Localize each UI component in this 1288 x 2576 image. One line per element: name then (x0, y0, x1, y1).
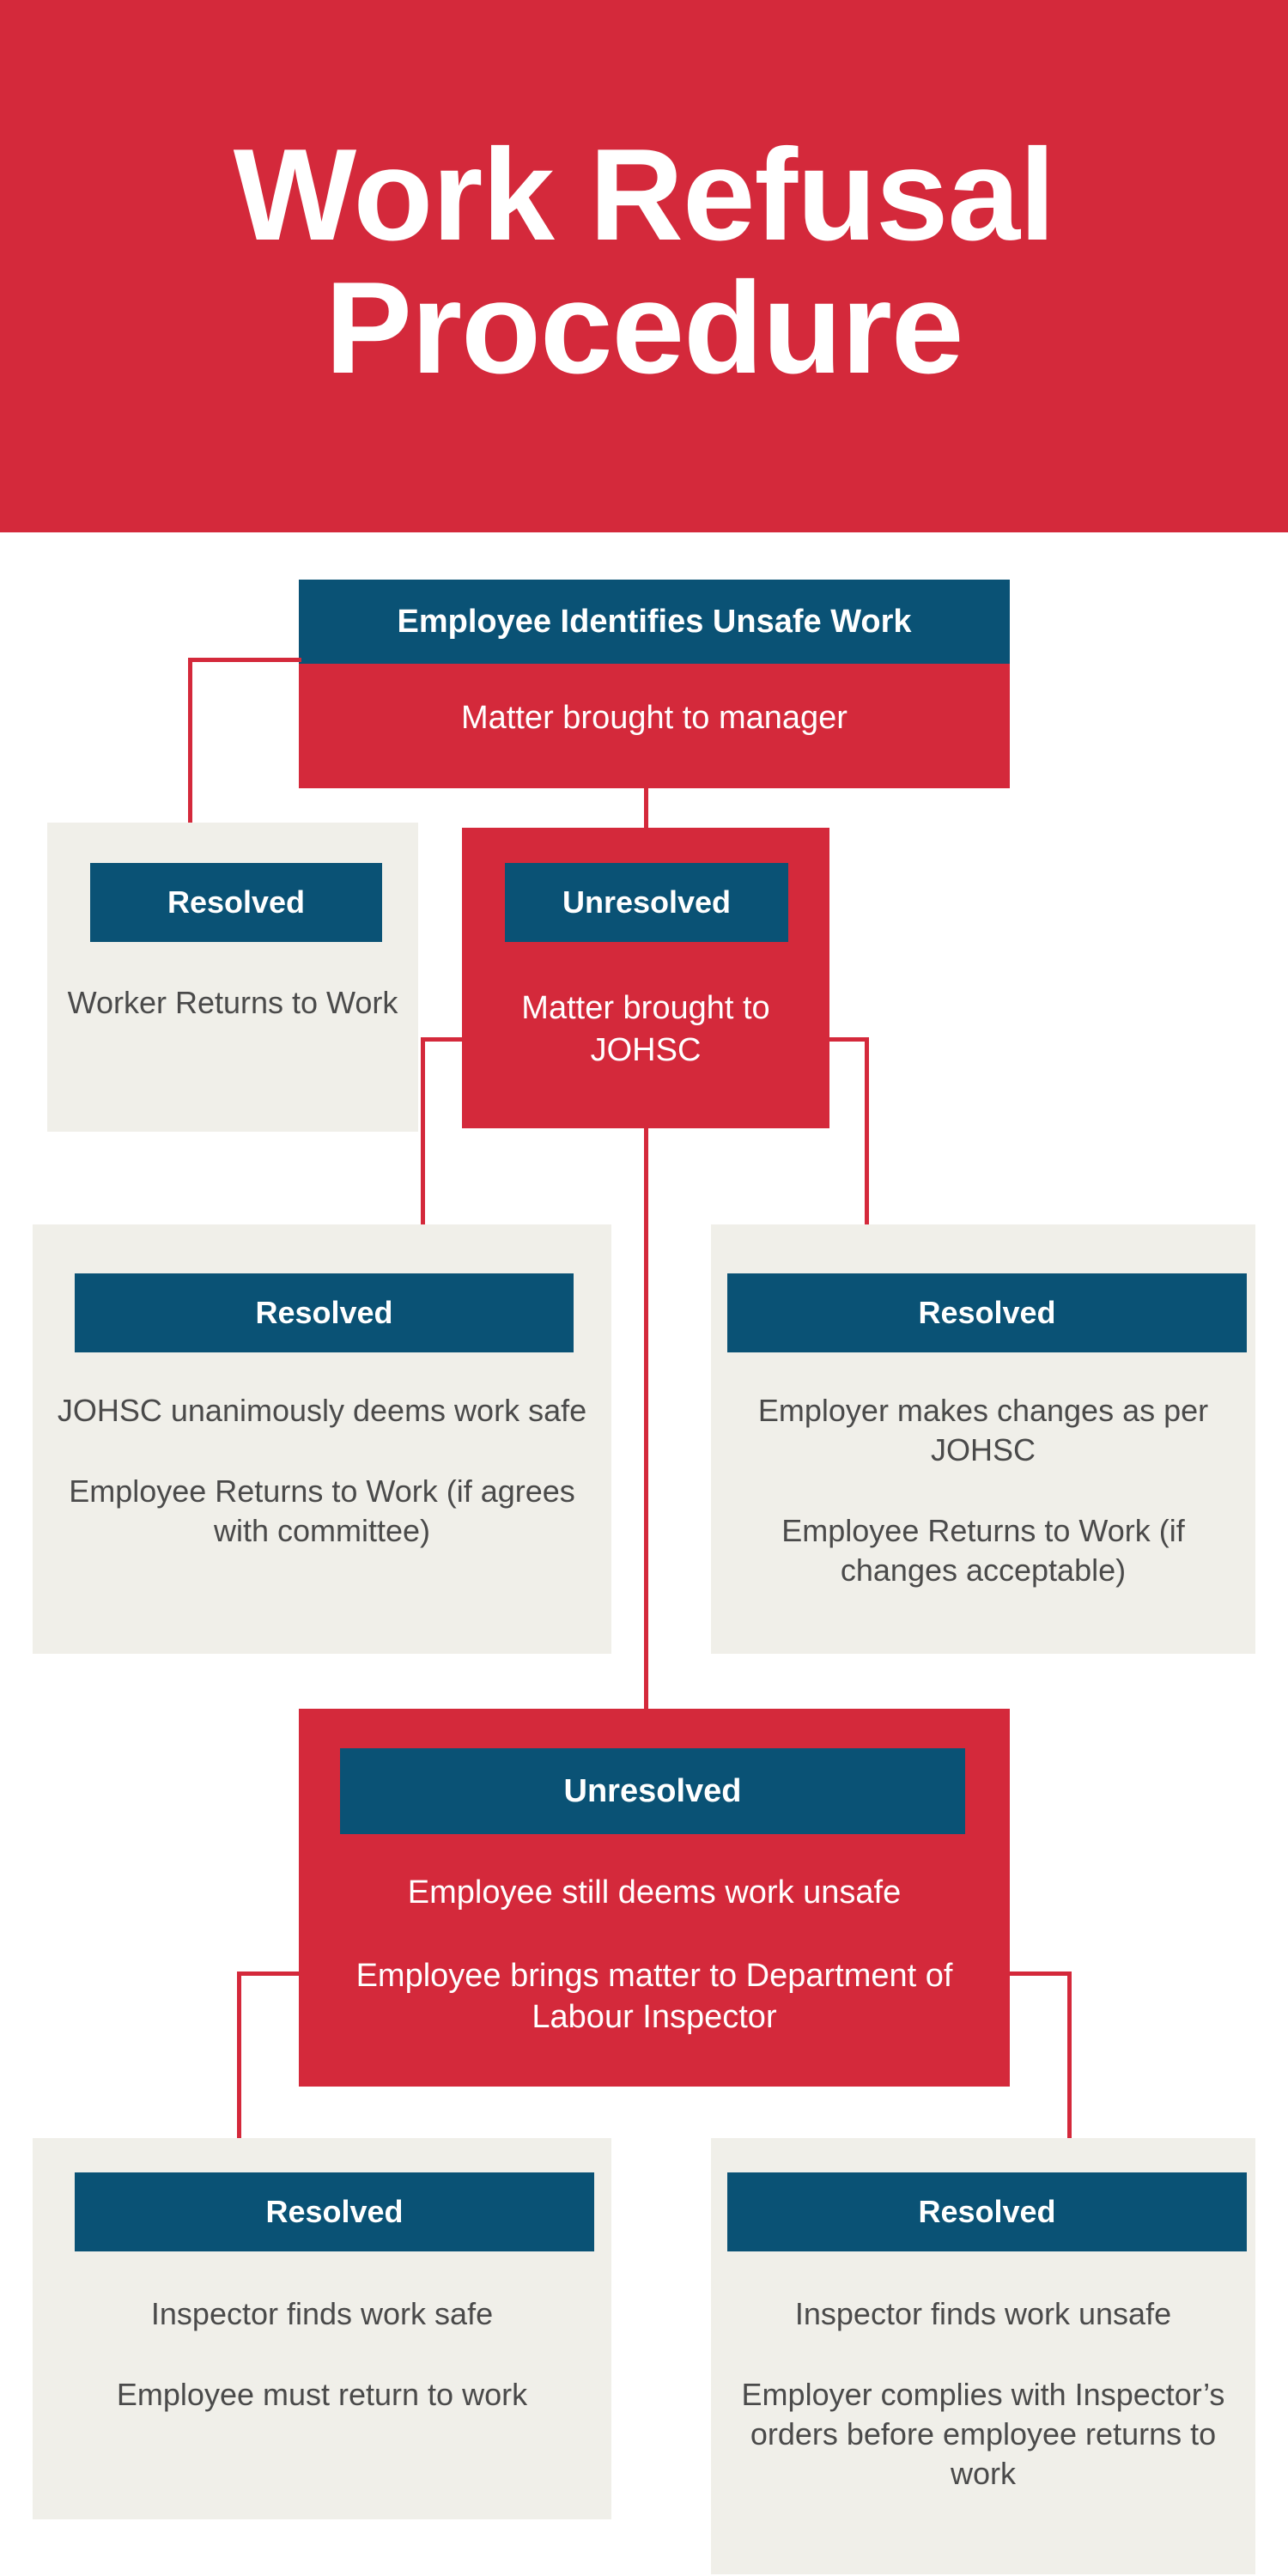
connector-johsc-to-inspector-vertical (644, 1128, 648, 1716)
connector-start-to-unresolved-vertical (644, 788, 648, 828)
unresolved-inspector-line-1: Employee still deems work unsafe (407, 1874, 902, 1911)
connector-inspector-to-right-horizontal (1006, 1971, 1072, 1976)
unresolved-inspector-header: Unresolved (340, 1748, 965, 1834)
connector-inspector-to-left-horizontal (237, 1971, 302, 1976)
resolved-worker-returns-text: Worker Returns to Work (64, 983, 401, 1023)
connector-johsc-to-right-horizontal (826, 1037, 869, 1042)
resolved-inspector-safe-header: Resolved (75, 2172, 594, 2251)
connector-inspector-to-right-vertical (1067, 1971, 1072, 2143)
connector-johsc-to-left-horizontal (421, 1037, 465, 1042)
connector-start-to-resolved-vertical (188, 658, 192, 826)
connector-johsc-to-right-vertical (865, 1037, 869, 1224)
unresolved-inspector-text: Employee still deems work unsafe Employe… (316, 1872, 993, 2038)
unresolved-inspector-line-2: Employee brings matter to Department of … (355, 1957, 953, 2036)
resolved-worker-returns-line-1: Worker Returns to Work (67, 985, 398, 1020)
resolved-inspector-safe-line-1: Inspector finds work safe (150, 2296, 494, 2331)
resolved-inspector-unsafe-line-2: Employer complies with Inspector’s order… (741, 2377, 1225, 2492)
resolved-johsc-safe-text: JOHSC unanimously deems work safe Employ… (50, 1391, 594, 1551)
unresolved-johsc-line-1: Matter brought to JOHSC (521, 990, 770, 1068)
connector-start-to-resolved-horizontal (188, 658, 301, 662)
resolved-inspector-safe-line-2: Employee must return to work (116, 2377, 528, 2413)
resolved-employer-changes-line-1: Employer makes changes as per JOHSC (757, 1393, 1209, 1468)
resolved-employer-changes-text: Employer makes changes as per JOHSC Empl… (720, 1391, 1247, 1590)
resolved-employer-changes-header: Resolved (727, 1273, 1247, 1352)
start-node-body (299, 664, 1010, 788)
connector-inspector-to-left-vertical (237, 1971, 241, 2143)
start-node-header: Employee Identifies Unsafe Work (299, 580, 1010, 664)
resolved-inspector-unsafe-text: Inspector finds work unsafe Employer com… (720, 2294, 1247, 2494)
start-node-text: Matter brought to manager (299, 697, 1010, 739)
resolved-inspector-safe-text: Inspector finds work safe Employee must … (50, 2294, 594, 2415)
unresolved-johsc-header: Unresolved (505, 863, 788, 942)
resolved-johsc-safe-header: Resolved (75, 1273, 574, 1352)
resolved-worker-returns-header: Resolved (90, 863, 382, 942)
page-title: Work Refusal Procedure (233, 121, 1056, 401)
connector-johsc-to-left-vertical (421, 1037, 425, 1224)
header-banner: Work Refusal Procedure (0, 0, 1288, 532)
resolved-inspector-unsafe-line-1: Inspector finds work unsafe (794, 2296, 1172, 2331)
resolved-employer-changes-line-2: Employee Returns to Work (if changes acc… (781, 1513, 1185, 1589)
start-node-line-1: Matter brought to manager (461, 700, 848, 736)
resolved-johsc-safe-line-1: JOHSC unanimously deems work safe (57, 1393, 587, 1428)
unresolved-johsc-text: Matter brought to JOHSC (479, 987, 812, 1071)
resolved-inspector-unsafe-header: Resolved (727, 2172, 1247, 2251)
resolved-johsc-safe-line-2: Employee Returns to Work (if agrees with… (69, 1473, 575, 1549)
